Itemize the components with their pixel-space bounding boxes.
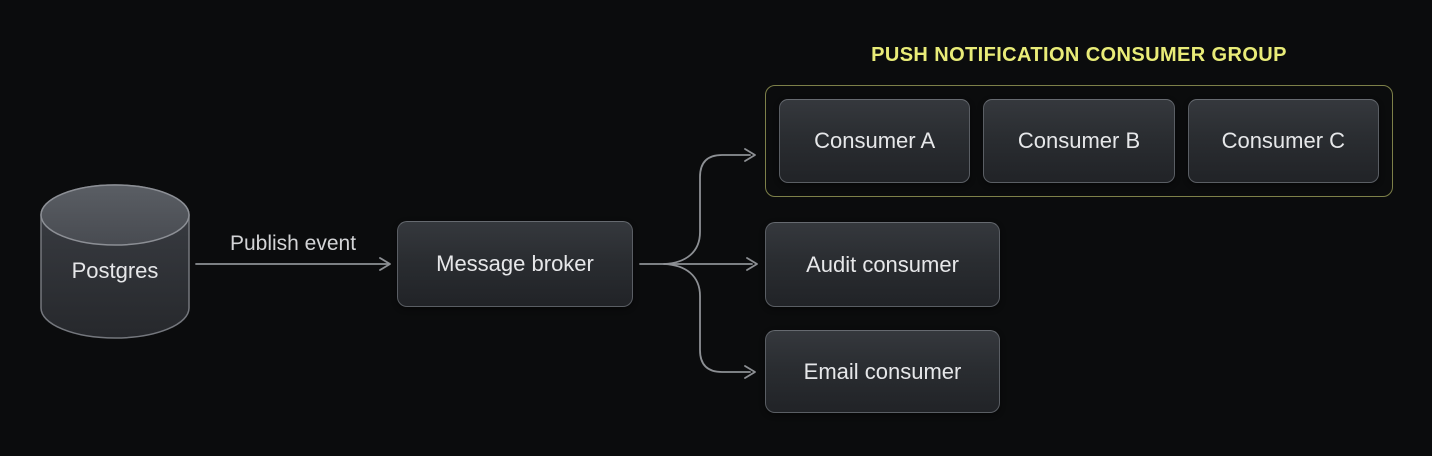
- publish-event-arrow: [195, 257, 391, 271]
- publish-arrowhead-icon: [379, 257, 391, 271]
- consumer-group-title: PUSH NOTIFICATION CONSUMER GROUP: [871, 44, 1287, 66]
- publish-event-label: Publish event: [229, 232, 357, 255]
- email-arrowhead-icon: [744, 365, 756, 379]
- node-email-consumer: Email consumer: [765, 330, 1000, 413]
- node-message-broker: Message broker: [397, 221, 633, 307]
- node-consumer-b: Consumer B: [983, 99, 1175, 183]
- connector-email-line: [663, 263, 751, 373]
- node-consumer-c: Consumer C: [1187, 99, 1379, 183]
- broker-fanout-connectors: [639, 148, 758, 379]
- postgres-cylinder-icon: [40, 184, 190, 339]
- node-audit-consumer: Audit consumer: [765, 222, 1000, 307]
- node-consumer-a: Consumer A: [779, 99, 971, 183]
- consumer-group-container: Consumer A Consumer B Consumer C: [765, 85, 1393, 197]
- postgres-cylinder-top: [40, 184, 190, 246]
- group-arrowhead-icon: [744, 148, 756, 162]
- postgres-label: Postgres: [71, 258, 159, 283]
- connector-group-line: [663, 154, 751, 265]
- audit-arrowhead-icon: [746, 257, 758, 271]
